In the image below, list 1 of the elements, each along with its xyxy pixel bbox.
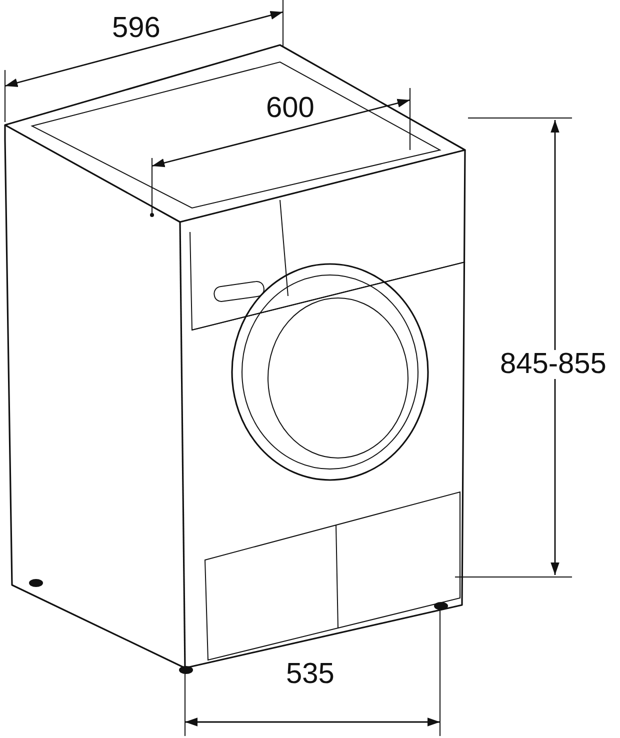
dimension-label: 845-855 (500, 350, 606, 379)
